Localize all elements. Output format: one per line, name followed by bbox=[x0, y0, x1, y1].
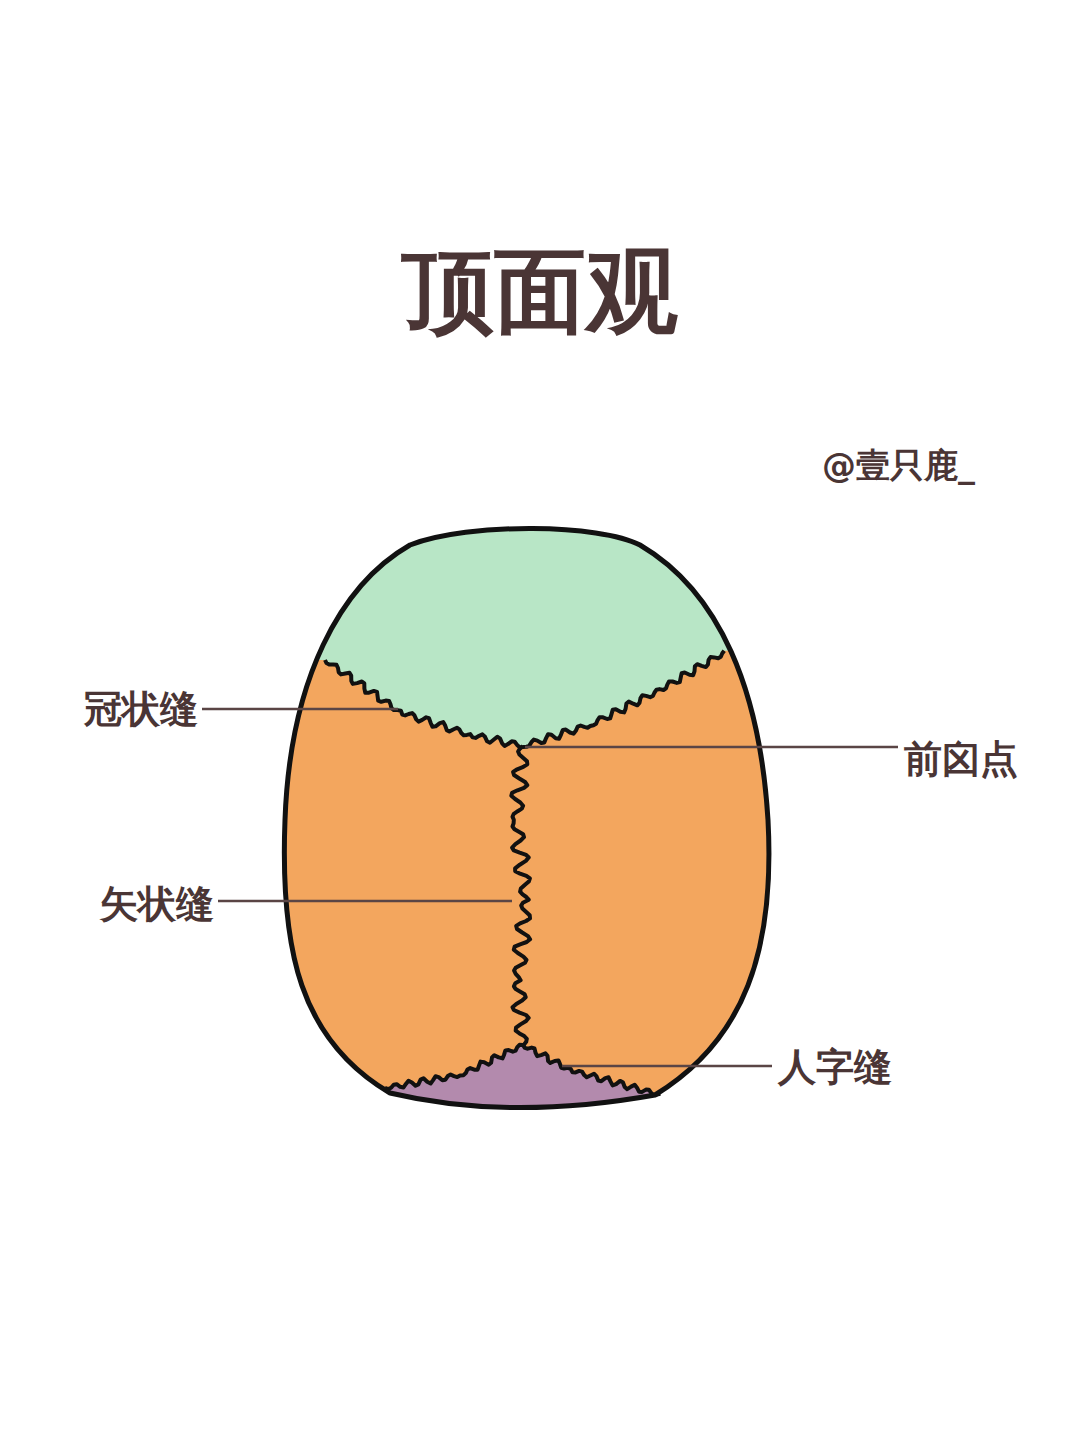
suture-label: 冠状缝 bbox=[84, 687, 198, 733]
leader-line bbox=[562, 1065, 772, 1068]
watermark: @壹只鹿_ bbox=[822, 445, 975, 486]
frontal-bone bbox=[250, 480, 800, 747]
lambdoid-suture bbox=[385, 1045, 660, 1095]
coronal-suture bbox=[325, 651, 724, 748]
landmark-label: 前囟点 bbox=[904, 737, 1018, 783]
leader-line bbox=[218, 900, 512, 903]
suture-label: 矢状缝 bbox=[100, 882, 214, 928]
leader-line bbox=[202, 708, 398, 711]
sagittal-suture bbox=[511, 746, 530, 1045]
skull-outline bbox=[284, 528, 769, 1107]
leader-line bbox=[525, 746, 898, 749]
suture-label: 人字缝 bbox=[778, 1045, 892, 1091]
occipital-bone bbox=[250, 1045, 800, 1150]
diagram-title: 顶面观 bbox=[402, 237, 678, 347]
